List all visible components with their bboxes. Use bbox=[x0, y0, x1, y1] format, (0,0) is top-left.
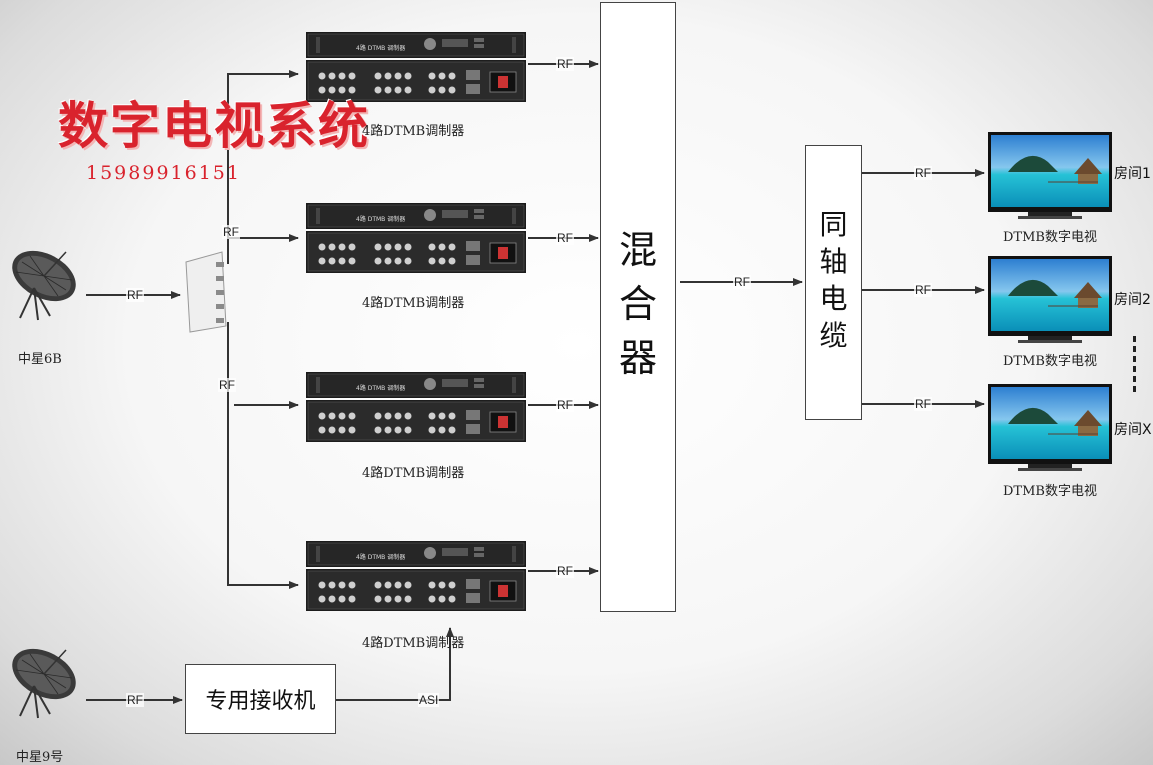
mixer-label: 混 合 器 bbox=[618, 228, 657, 380]
splitter-device bbox=[185, 251, 227, 333]
modulator-2-label: 4路DTMB调制器 bbox=[362, 296, 465, 311]
modulator-front-text-4: 4路 DTMB 调制器 bbox=[356, 553, 405, 561]
satellite-dish-2-icon bbox=[2, 637, 86, 719]
modulator-3-label: 4路DTMB调制器 bbox=[362, 466, 465, 481]
watermark-title: 数字电视系统 bbox=[58, 96, 370, 155]
modulator-front-text-1: 4路 DTMB 调制器 bbox=[356, 44, 405, 52]
rf-label-tv2: RF bbox=[914, 283, 932, 297]
watermark-phone: 15989916151 bbox=[86, 162, 241, 184]
coax-box: 同 轴 电 缆 bbox=[805, 145, 862, 420]
rf-label-lower: RF bbox=[218, 378, 236, 392]
tv-2-icon bbox=[987, 255, 1113, 344]
asi-label: ASI bbox=[418, 693, 440, 707]
receiver-box: 专用接收机 bbox=[185, 664, 336, 734]
rf-label-tv3: RF bbox=[914, 397, 932, 411]
rf-label-mixer: RF bbox=[733, 275, 751, 289]
modulator-4 bbox=[305, 540, 527, 612]
satellite-dish-1-icon bbox=[2, 239, 86, 321]
tv-3-icon bbox=[987, 383, 1113, 472]
rf-label-dish2: RF bbox=[126, 693, 144, 707]
rf-label-mod4: RF bbox=[556, 564, 574, 578]
rf-label-upper: RF bbox=[222, 225, 240, 239]
modulator-front-text-2: 4路 DTMB 调制器 bbox=[356, 215, 405, 223]
rf-label-dish1: RF bbox=[126, 288, 144, 302]
room-x-label: 房间X bbox=[1114, 422, 1152, 438]
modulator-2 bbox=[305, 202, 527, 274]
rf-label-tv1: RF bbox=[914, 166, 932, 180]
more-rooms-dots bbox=[1133, 336, 1136, 392]
modulator-1-label: 4路DTMB调制器 bbox=[362, 124, 465, 139]
tv-1-icon bbox=[987, 131, 1113, 220]
dish-1-label: 中星6B bbox=[18, 352, 62, 367]
modulator-3 bbox=[305, 371, 527, 443]
dish-2-label: 中星9号 bbox=[16, 750, 64, 765]
rf-label-mod2: RF bbox=[556, 231, 574, 245]
modulator-4-label: 4路DTMB调制器 bbox=[362, 636, 465, 651]
coax-label: 同 轴 电 缆 bbox=[819, 208, 848, 352]
tv-3-label: DTMB数字电视 bbox=[1003, 484, 1097, 499]
rf-label-mod1: RF bbox=[556, 57, 574, 71]
rf-label-mod3: RF bbox=[556, 398, 574, 412]
mixer-box: 混 合 器 bbox=[600, 2, 676, 612]
modulator-front-text-3: 4路 DTMB 调制器 bbox=[356, 384, 405, 392]
receiver-label: 专用接收机 bbox=[205, 689, 316, 714]
room-1-label: 房间1 bbox=[1114, 166, 1151, 182]
room-2-label: 房间2 bbox=[1114, 292, 1151, 308]
tv-1-label: DTMB数字电视 bbox=[1003, 230, 1097, 245]
tv-2-label: DTMB数字电视 bbox=[1003, 354, 1097, 369]
